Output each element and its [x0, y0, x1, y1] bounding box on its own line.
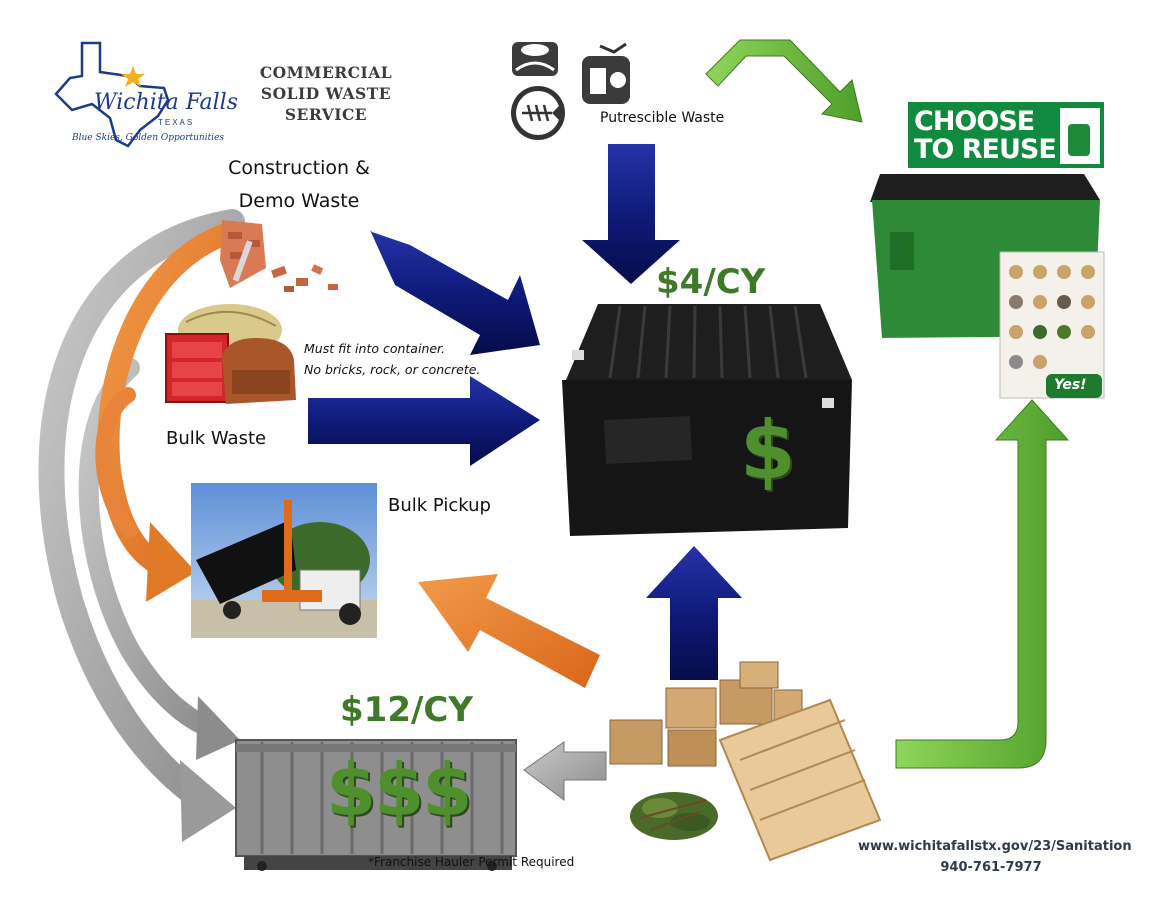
title-line-1: COMMERCIAL — [259, 63, 393, 82]
page-title: COMMERCIAL SOLID WASTE SERVICE — [246, 62, 406, 125]
logo-name: Wichita Falls — [94, 90, 238, 115]
logo-state: TEXAS — [158, 118, 195, 127]
gray-curved-arrow-outer — [38, 209, 245, 842]
orange-curved-arrow-inner — [95, 387, 138, 538]
contact-block: www.wichitafallstx.gov/23/Sanitation 940… — [858, 836, 1132, 878]
reuse-title: CHOOSE TO REUSE — [914, 106, 1057, 165]
construction-line-1: Construction & — [228, 157, 370, 179]
front-load-price: $4/CY — [656, 262, 766, 302]
food-waste-icon — [512, 42, 558, 76]
logo-tagline: Blue Skies, Golden Opportunities — [72, 133, 225, 143]
roll-off-container-image — [235, 739, 517, 871]
must-fit-note: Must fit into container. No bricks, rock… — [304, 338, 480, 380]
orange-arrow-bulk-pickup — [418, 574, 600, 688]
must-fit-line-2: No bricks, rock, or concrete. — [304, 362, 481, 377]
roll-off-price: $12/CY — [340, 690, 473, 730]
roll-off-dollar-icons: $$$ — [326, 748, 472, 832]
green-arrow-top — [705, 39, 863, 123]
gray-curved-arrow-inner — [78, 358, 240, 760]
logo-star-icon — [121, 66, 145, 87]
title-line-3: SERVICE — [284, 105, 368, 124]
contact-phone[interactable]: 940-761-7977 — [940, 860, 1042, 875]
putrescible-icons — [511, 42, 630, 140]
navy-arrow-bulk — [308, 376, 540, 466]
pallets — [718, 698, 882, 862]
construction-label: Construction & Demo Waste — [214, 152, 384, 218]
contact-url[interactable]: www.wichitafallstx.gov/23/Sanitation — [858, 839, 1132, 854]
bulk-waste-image — [165, 304, 296, 404]
bulk-waste-label: Bulk Waste — [166, 428, 267, 449]
green-arrow-right — [895, 399, 1070, 769]
recyclables-image — [609, 661, 882, 862]
trash-bag-icon — [582, 42, 630, 104]
front-load-dollar-icon: $ — [740, 404, 796, 497]
fish-bone-icon — [511, 86, 565, 140]
reuse-line-2: TO REUSE — [914, 134, 1057, 165]
bricks-image — [220, 220, 338, 292]
front-load-container-image — [562, 304, 852, 536]
title-line-2: SOLID WASTE — [260, 84, 392, 103]
bulk-pickup-photo — [191, 483, 377, 638]
yard-waste — [630, 792, 718, 840]
reuse-yes-badge: Yes! — [1054, 377, 1087, 393]
green-dumpster-image — [870, 174, 1105, 399]
must-fit-line-1: Must fit into container. — [304, 341, 446, 356]
navy-arrow-construction — [370, 230, 540, 355]
navy-arrow-putrescible — [582, 144, 680, 284]
wichita-falls-logo — [54, 41, 170, 148]
putrescible-label: Putrescible Waste — [600, 110, 725, 126]
bulk-pickup-label: Bulk Pickup — [388, 495, 491, 516]
franchise-note: *Franchise Hauler Permit Required — [368, 855, 575, 869]
reuse-line-1: CHOOSE — [914, 106, 1035, 137]
gray-arrow-roll-off — [523, 741, 607, 801]
construction-line-2: Demo Waste — [238, 190, 360, 212]
choose-to-reuse-banner — [908, 102, 1104, 168]
navy-arrow-recycle-up — [646, 546, 742, 680]
